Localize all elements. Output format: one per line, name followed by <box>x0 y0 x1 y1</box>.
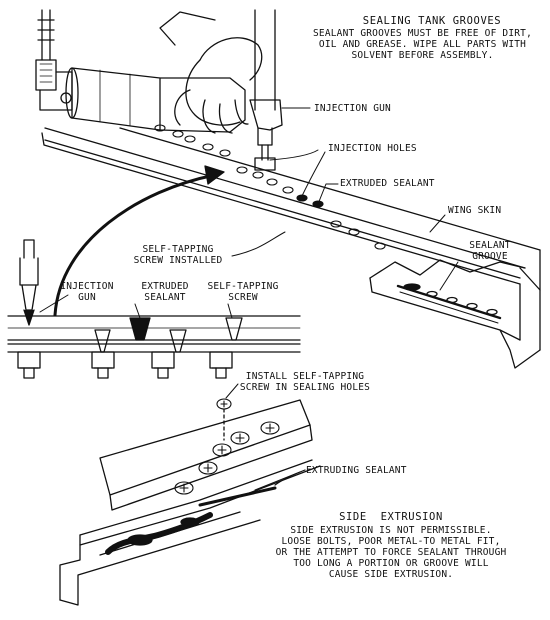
sealing-tank-line-2: OIL AND GREASE. WIPE ALL PARTS WITH <box>318 39 527 50</box>
wing-skin-label: WING SKIN <box>448 205 502 216</box>
sealing-tank-title: SEALING TANK GROOVES <box>362 15 502 27</box>
install-screw-label-1: INSTALL SELF-TAPPING <box>245 371 365 382</box>
sealing-tank-line-3: SOLVENT BEFORE ASSEMBLY. <box>351 50 494 61</box>
side-extrusion-line-5: CAUSE SIDE EXTRUSION. <box>328 569 454 580</box>
injection-gun-section-label-1: INJECTION <box>60 281 114 292</box>
wing-rail-assembly <box>41 127 541 369</box>
side-extrusion-title: SIDE EXTRUSION <box>339 511 443 523</box>
side-extrusion-line-4: TOO LONG A PORTION OR GROOVE WILL <box>293 558 489 569</box>
self-tapping-installed-label-2: SCREW INSTALLED <box>133 255 223 266</box>
injection-gun-label: INJECTION GUN <box>314 103 391 114</box>
extruded-sealant-section-label-2: SEALANT <box>144 292 186 303</box>
injection-gun-section-label-2: GUN <box>78 292 96 303</box>
side-extrusion-view <box>59 398 321 606</box>
cross-section <box>7 239 301 379</box>
leader-lines-top <box>231 107 459 291</box>
side-extrusion-line-3: OR THE ATTEMPT TO FORCE SEALANT THROUGH <box>275 547 507 558</box>
injection-gun-tool <box>35 9 283 171</box>
side-extrusion-line-1: SIDE EXTRUSION IS NOT PERMISSIBLE. <box>290 525 492 536</box>
injection-holes <box>154 124 386 250</box>
extruding-sealant-label: EXTRUDING SEALANT <box>306 465 407 476</box>
leader-lines-section <box>39 294 233 319</box>
leader-lines-bottom <box>225 383 301 491</box>
sealant-groove-label-1: SEALANT <box>469 240 511 251</box>
injection-holes-label: INJECTION HOLES <box>328 143 417 154</box>
install-screw-label-2: SCREW IN SEALING HOLES <box>239 382 371 393</box>
self-tapping-section-label-2: SCREW <box>228 292 258 303</box>
sealing-tank-line-1: SEALANT GROOVES MUST BE FREE OF DIRT, <box>312 28 533 39</box>
side-extrusion-line-2: LOOSE BOLTS, POOR METAL-TO METAL FIT, <box>281 536 501 547</box>
self-tapping-section-label-1: SELF-TAPPING <box>207 281 279 292</box>
extruded-sealant-label: EXTRUDED SEALANT <box>340 178 435 189</box>
self-tapping-installed-label-1: SELF-TAPPING <box>142 244 214 255</box>
callout-arrow <box>53 165 225 317</box>
extruded-sealant-section-label-1: EXTRUDED <box>141 281 189 292</box>
sealant-groove-label-2: GROOVE <box>472 251 508 262</box>
